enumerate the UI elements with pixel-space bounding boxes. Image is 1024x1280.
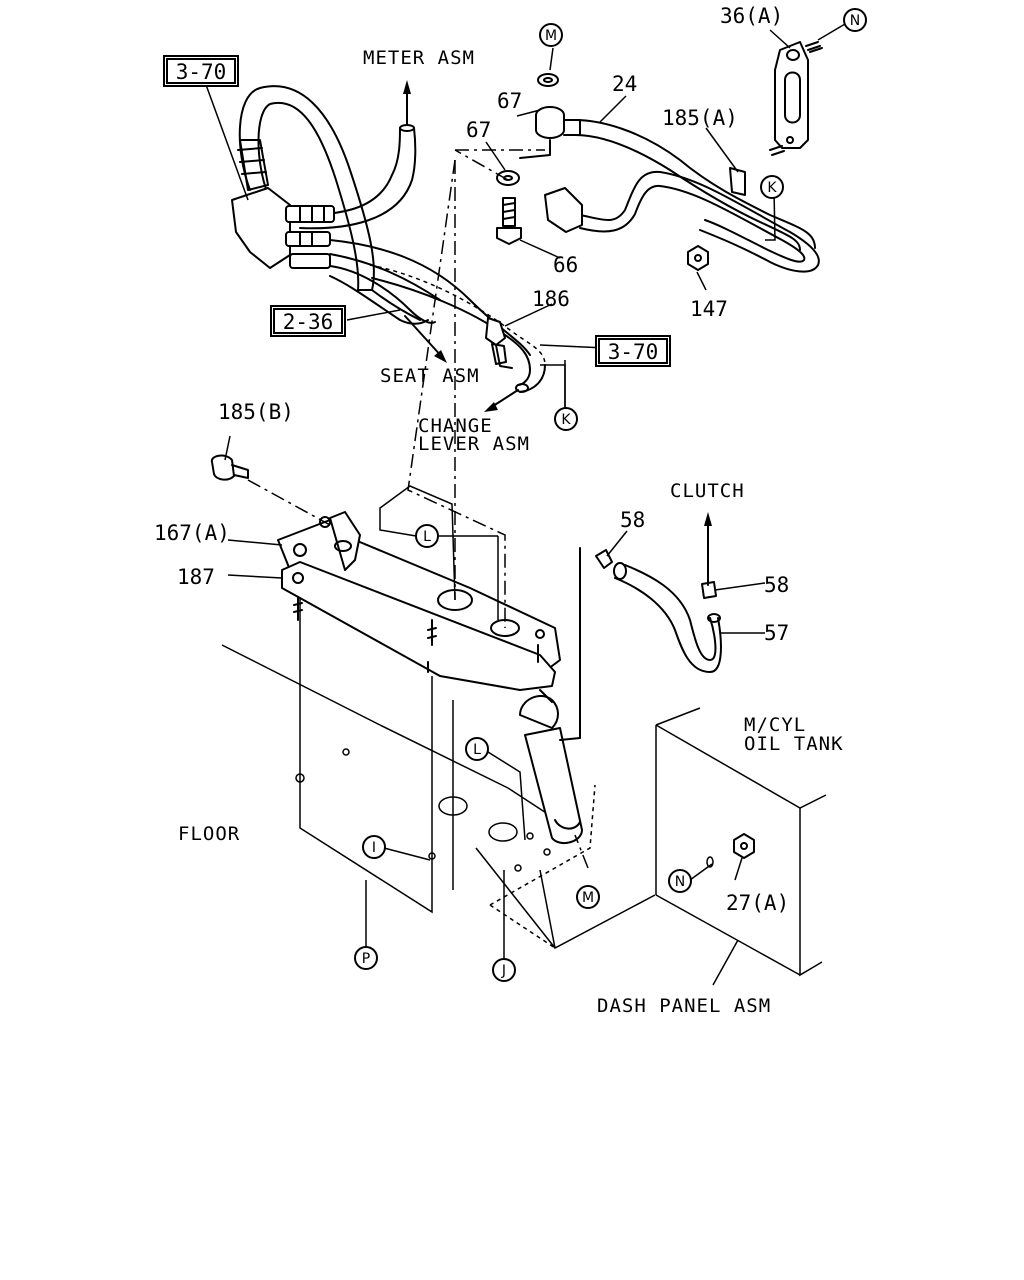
svg-text:N: N <box>850 13 860 29</box>
part-36a-label: 36(A) <box>720 4 783 28</box>
svg-text:J: J <box>501 963 506 979</box>
svg-text:K: K <box>767 180 777 196</box>
dash-panel <box>655 707 827 977</box>
svg-text:L: L <box>473 742 481 758</box>
clutch-label: CLUTCH <box>670 480 745 502</box>
marker-n-top[interactable]: N <box>843 8 867 32</box>
svg-text:N: N <box>675 874 685 890</box>
ref-box-3-70-right[interactable]: 3-70 <box>595 335 671 367</box>
floor-plate-assembly <box>210 454 561 691</box>
svg-text:M: M <box>545 28 557 44</box>
floor-label: FLOOR <box>178 823 240 845</box>
clip-186 <box>485 317 513 369</box>
mcyl-label-2: OIL TANK <box>744 733 844 755</box>
seat-asm-label: SEAT ASM <box>380 365 480 387</box>
marker-j[interactable]: J <box>492 958 516 982</box>
part-58-right-label: 58 <box>764 573 789 597</box>
part-67-top-label: 67 <box>497 89 522 113</box>
pipe-24-assembly <box>496 41 823 273</box>
part-187-label: 187 <box>177 565 215 589</box>
meter-asm-label: METER ASM <box>363 47 475 69</box>
floor-lines <box>221 598 656 949</box>
ref-label-2-36: 2-36 <box>283 310 334 334</box>
part-185a-label: 185(A) <box>662 106 738 130</box>
dash-panel-label: DASH PANEL ASM <box>597 995 771 1017</box>
part-167a-label: 167(A) <box>154 521 230 545</box>
ref-label-3-70-right: 3-70 <box>608 340 659 364</box>
part-66-label: 66 <box>553 253 578 277</box>
marker-m-bottom[interactable]: M <box>576 885 600 909</box>
marker-m-top[interactable]: M <box>539 23 563 47</box>
part-147-label: 147 <box>690 297 728 321</box>
marker-l-top[interactable]: L <box>415 524 439 548</box>
change-lever-label-1: CHANGE <box>418 415 493 437</box>
part-24-label: 24 <box>612 72 637 96</box>
part-67-mid-label: 67 <box>466 118 491 142</box>
svg-text:I: I <box>372 840 376 856</box>
ref-label-3-70-top: 3-70 <box>176 60 227 84</box>
svg-text:K: K <box>561 412 571 428</box>
marker-k-mid[interactable]: K <box>554 407 578 431</box>
part-27a-label: 27(A) <box>726 891 789 915</box>
marker-i[interactable]: I <box>362 835 386 859</box>
part-57-label: 57 <box>764 621 789 645</box>
part-185b-label: 185(B) <box>218 400 294 424</box>
change-lever-label-2: LEVER ASM <box>418 433 530 455</box>
clutch-hose-assembly <box>519 512 722 845</box>
leader-lines <box>204 23 846 986</box>
svg-text:P: P <box>362 951 370 967</box>
ref-box-2-36[interactable]: 2-36 <box>270 305 346 337</box>
part-186-label: 186 <box>532 287 570 311</box>
marker-k-top[interactable]: K <box>760 175 784 199</box>
svg-text:M: M <box>582 890 594 906</box>
mcyl-label-1: M/CYL <box>744 714 806 736</box>
marker-n-bottom[interactable]: N <box>668 869 692 893</box>
svg-text:L: L <box>423 529 431 545</box>
part-58-top-label: 58 <box>620 508 645 532</box>
ref-box-3-70-top[interactable]: 3-70 <box>163 55 239 87</box>
marker-p[interactable]: P <box>354 946 378 970</box>
hose-assembly-upper-left <box>231 85 546 393</box>
marker-l-mid[interactable]: L <box>465 737 489 761</box>
